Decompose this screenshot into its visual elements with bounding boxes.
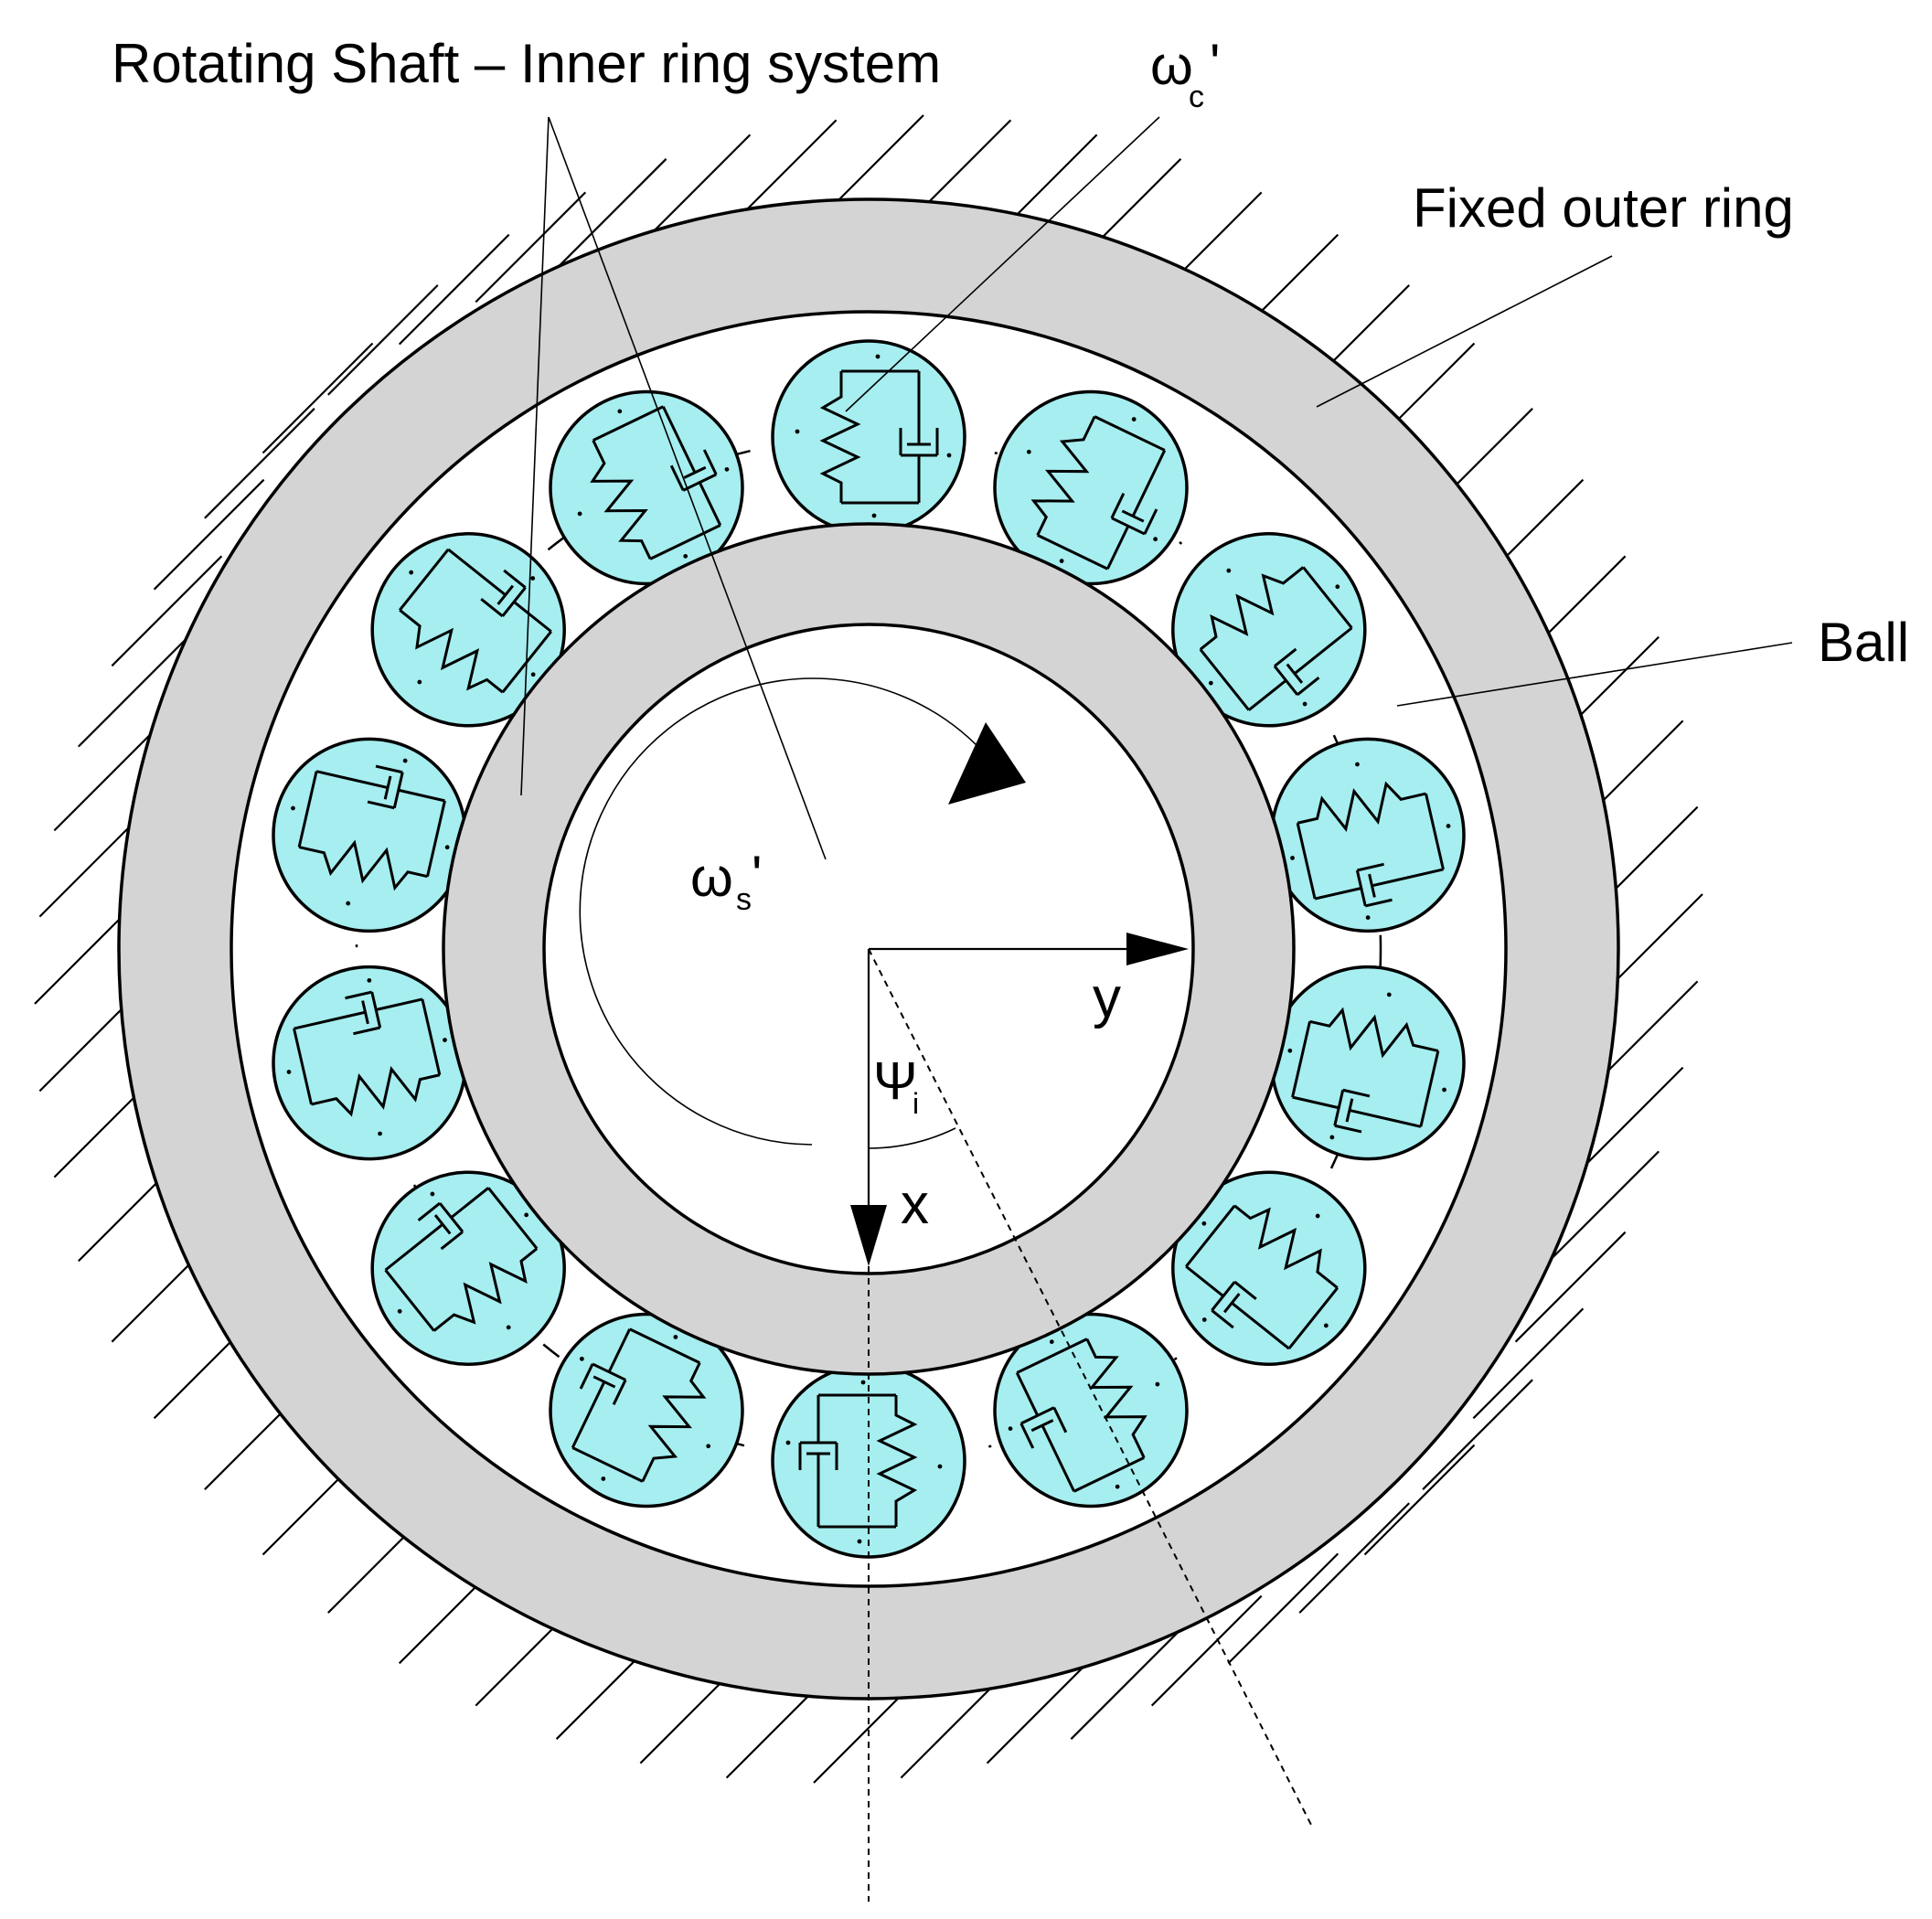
hatch-line [78, 635, 189, 748]
spring-damper-icon [1287, 992, 1446, 1140]
omega-c-leader [845, 116, 1160, 412]
hatch-line [111, 555, 223, 667]
hatch-line [1070, 1628, 1182, 1740]
hatch-line [398, 233, 510, 346]
ball-body [549, 1312, 744, 1509]
spring-damper-icon [571, 1327, 711, 1483]
ball-body [549, 389, 744, 586]
spring-damper-icon [1185, 1204, 1339, 1350]
ball [993, 389, 1189, 586]
omega-s-prime: ' [752, 845, 762, 906]
rotation-arrow-icon [948, 722, 1026, 805]
psi-subscript: i [913, 1087, 919, 1120]
hatch-line [327, 284, 439, 396]
spring-damper-icon [384, 1187, 539, 1332]
hatch-line [1572, 1066, 1684, 1178]
hatch-line [1298, 1502, 1410, 1614]
ball-body [993, 389, 1189, 586]
hatch-line [1472, 1307, 1585, 1420]
omega-s-symbol: ω [690, 847, 733, 908]
ball [1270, 737, 1466, 933]
hatch-line [204, 408, 315, 519]
spring-damper-icon [1199, 566, 1353, 711]
omega-s-label: ω s ' [690, 845, 762, 917]
ball [771, 339, 966, 535]
hatch-line [475, 191, 587, 304]
spring-damper-icon [785, 1380, 943, 1544]
ball [1171, 1170, 1367, 1366]
omega-c-symbol: ω [1150, 35, 1193, 96]
ball-leader [1396, 642, 1793, 707]
spring-damper-icon [291, 758, 450, 906]
spring-damper-icon [1290, 762, 1451, 921]
hatch-line [1363, 1444, 1476, 1556]
shaft-system-label: Rotating Shaft – Inner ring system [112, 33, 941, 94]
ball [1171, 532, 1367, 728]
ball [272, 965, 467, 1161]
omega-c-prime: ' [1210, 33, 1220, 94]
ball-body [993, 1312, 1189, 1509]
hatch-line [53, 720, 165, 832]
hatch-line [555, 158, 667, 270]
outer-ring-leader [1316, 255, 1613, 408]
psi-symbol: Ψ [873, 1051, 917, 1111]
hatch-line [1514, 1231, 1627, 1343]
leader-lines [520, 116, 1793, 860]
spring-damper-icon [1026, 415, 1167, 570]
spring-damper-icon [795, 354, 952, 518]
hatch-line [639, 133, 752, 246]
hatch-line [1422, 1379, 1533, 1490]
ball [549, 1312, 744, 1509]
ball [370, 532, 566, 728]
hatch-line [986, 1652, 1098, 1764]
ball [1270, 965, 1466, 1161]
shaft-rotation-arc [579, 677, 990, 1146]
x-axis-arrow-icon [850, 1205, 887, 1266]
psi-angle-arc [868, 1127, 956, 1149]
y-axis-arrow-icon [1126, 933, 1189, 965]
ball [549, 389, 744, 586]
psi-label: Ψ i [873, 1051, 919, 1120]
ball-angle-line [868, 948, 1314, 1829]
fixed-outer-ring-label: Fixed outer ring [1413, 177, 1794, 239]
y-axis-label: y [1093, 966, 1121, 1029]
omega-c-subscript: c [1189, 80, 1204, 114]
omega-c-label: ω c ' [1150, 33, 1220, 114]
spring-damper-icon [577, 405, 730, 560]
spring-damper-icon [1008, 1338, 1160, 1493]
ball [272, 737, 467, 933]
shaft-leader-left [520, 116, 550, 796]
spring-damper-icon [286, 977, 447, 1136]
shaft-leader-right [548, 116, 827, 860]
hatch-line [1227, 1552, 1340, 1665]
ball [370, 1170, 566, 1366]
omega-s-subscript: s [736, 882, 752, 917]
hatch-line [262, 342, 374, 454]
ball [993, 1312, 1189, 1509]
cage-pitch-circle [355, 435, 1382, 1463]
hatch-line [153, 478, 265, 591]
hatch-line [1150, 1594, 1263, 1707]
hatch-line [1548, 1150, 1660, 1263]
x-axis-label: x [901, 1173, 929, 1236]
ball-label: Ball [1818, 612, 1909, 673]
coordinate-axes [850, 933, 1314, 1902]
